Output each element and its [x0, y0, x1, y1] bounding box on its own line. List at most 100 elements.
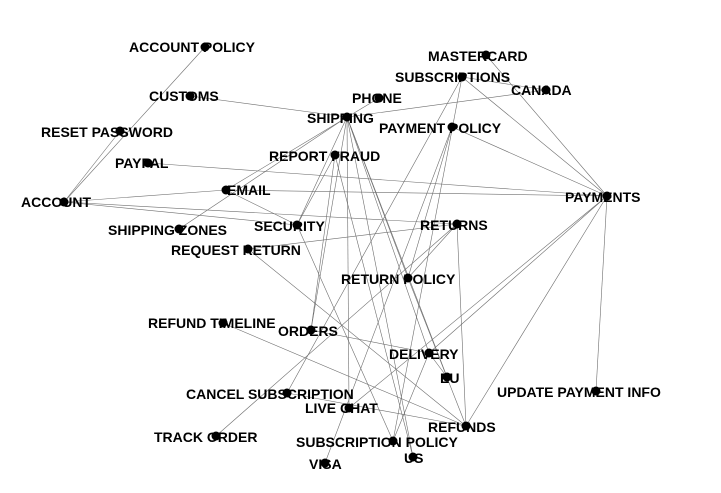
node-label-returns: RETURNS [420, 217, 488, 233]
node-report-fraud: REPORT FRAUD [269, 148, 380, 164]
edge-shipping-security [296, 116, 348, 226]
node-label-delivery: DELIVERY [389, 346, 459, 362]
node-label-payment-policy: PAYMENT POLICY [379, 120, 502, 136]
node-orders: ORDERS [278, 323, 338, 339]
node-label-subscription-policy: SUBSCRIPTION POLICY [296, 434, 458, 450]
edge-email-phone [225, 97, 380, 191]
node-label-paypal: PAYPAL [115, 155, 169, 171]
edge-payments-update-payment-info [595, 195, 608, 392]
edge-returns-return-policy [407, 223, 458, 279]
node-dot-returns [452, 219, 462, 229]
node-label-return-policy: RETURN POLICY [341, 271, 456, 287]
node-refund-timeline: REFUND TIMELINE [148, 315, 276, 331]
node-us: US [404, 450, 423, 466]
node-account-policy: ACCOUNT POLICY [129, 39, 256, 55]
node-dot-payments [602, 191, 612, 201]
node-shipping-zones: SHIPPING ZONES [108, 222, 227, 238]
node-label-reset-password: RESET PASSWORD [41, 124, 173, 140]
edge-returns-refunds [456, 223, 467, 427]
node-email: EMAIL [221, 182, 271, 198]
edge-return-policy-shipping [346, 116, 409, 279]
edge-shipping-us [346, 116, 414, 458]
node-subscription-policy: SUBSCRIPTION POLICY [296, 434, 458, 450]
edge-payment-policy-payments [451, 126, 608, 197]
edge-shipping-delivery [346, 116, 430, 354]
edge-shipping-canada [346, 89, 547, 118]
node-return-policy: RETURN POLICY [341, 271, 456, 287]
node-dot-delivery [424, 348, 434, 358]
node-dot-email [221, 185, 231, 195]
node-label-email: EMAIL [227, 182, 271, 198]
node-reset-password: RESET PASSWORD [41, 124, 173, 140]
edge-subscriptions-subscription-policy [392, 76, 463, 442]
edge-subscriptions-canada [461, 76, 547, 91]
node-dot-shipping-zones [174, 224, 184, 234]
edge-return-policy-refunds [407, 277, 467, 427]
node-dot-track-order [211, 431, 221, 441]
node-label-shipping-zones: SHIPPING ZONES [108, 222, 227, 238]
node-dot-customs [185, 91, 195, 101]
node-label-account-policy: ACCOUNT POLICY [129, 39, 256, 55]
node-delivery: DELIVERY [389, 346, 459, 362]
edge-payments-live-chat [348, 195, 608, 409]
node-live-chat: LIVE CHAT [305, 400, 378, 416]
node-dot-payment-policy [447, 122, 457, 132]
node-dot-reset-password [115, 126, 125, 136]
node-label-shipping: SHIPPING [307, 110, 374, 126]
node-mastercard: MASTERCARD [428, 48, 528, 64]
edge-security-subscription-policy [296, 224, 394, 442]
node-dot-security [292, 220, 302, 230]
node-label-report-fraud: REPORT FRAUD [269, 148, 380, 164]
edge-request-return-refunds [247, 248, 467, 427]
node-layer: ACCOUNT POLICY CUSTOMS RESET PASSWORD PAYPA… [21, 39, 661, 472]
node-dot-eu [442, 372, 452, 382]
node-request-return: REQUEST RETURN [171, 242, 301, 258]
node-label-cancel-subscription: CANCEL SUBSCRIPTION [186, 386, 354, 402]
node-returns: RETURNS [420, 217, 488, 233]
edge-shipping-orders [310, 116, 348, 331]
edge-orders-report-fraud [310, 154, 336, 331]
node-dot-phone [374, 93, 384, 103]
edge-shipping-zones-shipping [178, 116, 348, 230]
node-label-refunds: REFUNDS [428, 419, 496, 435]
edge-payment-policy-return-policy [407, 126, 453, 279]
node-label-subscriptions: SUBSCRIPTIONS [395, 69, 510, 85]
node-dot-account [59, 197, 69, 207]
edge-us-report-fraud [334, 154, 414, 458]
edge-account-security [63, 201, 298, 226]
edge-subscriptions-cancel-subscription [286, 76, 463, 394]
edge-cancel-subscription-refunds [286, 392, 467, 427]
node-label-eu: EU [440, 370, 459, 386]
node-dot-mastercard [481, 50, 491, 60]
edge-account-email [63, 189, 227, 203]
edge-paypal-payments [147, 162, 608, 197]
node-track-order: TRACK ORDER [154, 429, 257, 445]
node-shipping: SHIPPING [307, 110, 374, 126]
edge-subscriptions-payments [461, 76, 608, 197]
node-refunds: REFUNDS [428, 419, 496, 435]
node-label-account: ACCOUNT [21, 194, 91, 210]
node-dot-subscriptions [457, 72, 467, 82]
node-dot-account-policy [200, 42, 210, 52]
node-label-track-order: TRACK ORDER [154, 429, 257, 445]
edge-refund-timeline-refunds [222, 322, 467, 427]
node-dot-refunds [461, 421, 471, 431]
node-eu: EU [440, 370, 459, 386]
edge-report-fraud-security [296, 154, 336, 226]
edge-delivery-subscription-policy [392, 352, 430, 442]
node-visa: VISA [309, 456, 342, 472]
node-dot-shipping [342, 112, 352, 122]
node-dot-canada [541, 85, 551, 95]
node-label-orders: ORDERS [278, 323, 338, 339]
edge-account-policy-account [63, 46, 206, 203]
edge-payments-delivery [428, 195, 608, 354]
node-update-payment-info: UPDATE PAYMENT INFO [497, 384, 661, 400]
node-label-customs: CUSTOMS [149, 88, 219, 104]
node-label-canada: CANADA [511, 82, 572, 98]
edge-payments-email [225, 189, 608, 197]
node-dot-orders [306, 325, 316, 335]
node-dot-us [408, 452, 418, 462]
node-payment-policy: PAYMENT POLICY [379, 120, 502, 136]
edge-request-return-returns [247, 223, 458, 250]
